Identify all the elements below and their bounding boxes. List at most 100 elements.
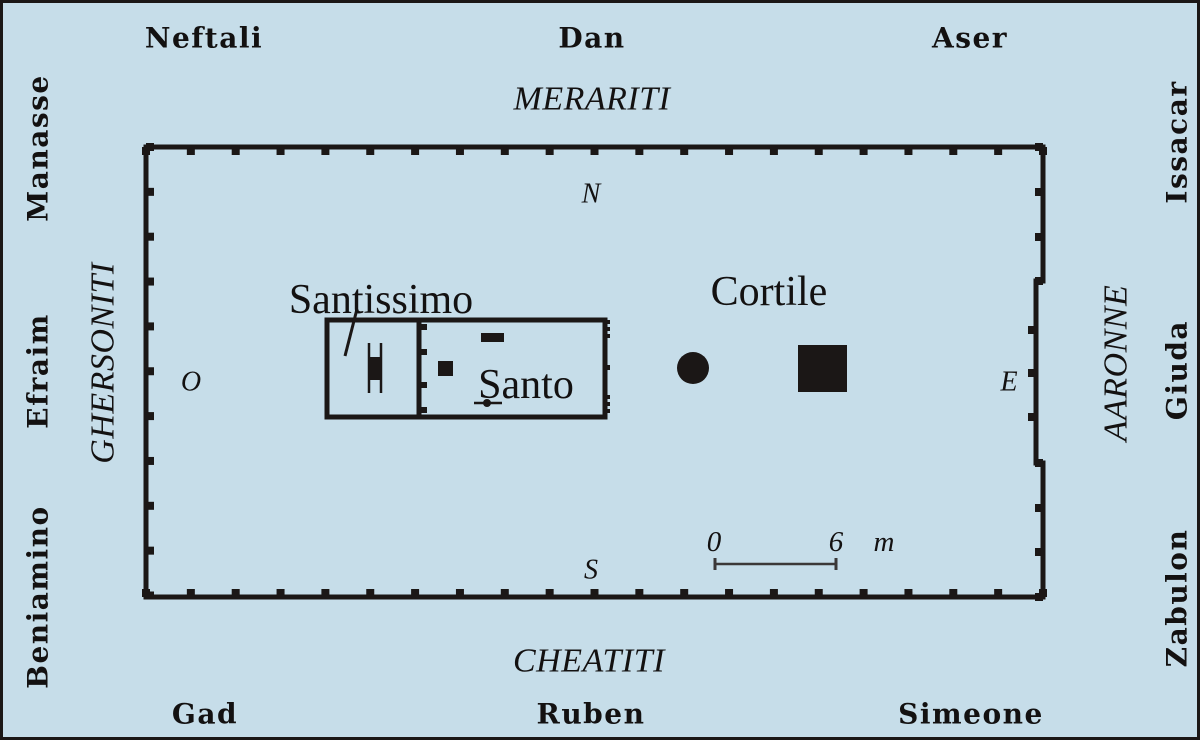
post-marker [146, 187, 154, 196]
lampstand-icon [474, 399, 502, 407]
post-marker [146, 546, 154, 555]
levite-label-north: MERARITI [513, 81, 672, 118]
post-marker [769, 589, 778, 597]
ark-icon [367, 343, 383, 393]
post-marker [146, 322, 154, 331]
post-marker [1035, 548, 1043, 556]
post-marker [725, 147, 734, 155]
scale-unit-label: m [874, 526, 895, 558]
post-marker [994, 147, 1003, 155]
tribe-label-zabulon: Zabulon [1161, 529, 1194, 668]
post-marker [949, 589, 958, 597]
post-marker [146, 277, 154, 286]
tribe-label-gad: Gad [172, 698, 238, 731]
table-icon [481, 333, 504, 342]
post-marker [545, 147, 554, 155]
post-marker [1028, 413, 1036, 421]
post-marker [411, 589, 420, 597]
courtyard-wall [143, 144, 1046, 600]
incense-altar-icon [438, 361, 453, 376]
post-marker [186, 589, 195, 597]
tabernacle-entrance-posts [605, 320, 610, 413]
laver-icon [677, 352, 709, 384]
tabernacle [324, 308, 610, 420]
tribe-label-giuda: Giuda [1161, 320, 1194, 420]
post-marker [545, 589, 554, 597]
tribe-label-issacar: Issacar [1161, 80, 1194, 203]
post-marker [769, 147, 778, 155]
post-marker [455, 589, 464, 597]
tribe-label-aser: Aser [931, 22, 1008, 55]
post-marker [725, 589, 734, 597]
bronze-altar-icon [798, 345, 847, 392]
post-marker [146, 501, 154, 510]
post-marker [366, 589, 375, 597]
post-marker [1028, 326, 1036, 334]
post-marker [1035, 188, 1043, 196]
post-marker [321, 589, 330, 597]
post-marker [814, 589, 823, 597]
post-marker [994, 589, 1003, 597]
post-marker [590, 147, 599, 155]
post-marker [1035, 593, 1043, 601]
post-marker [411, 147, 420, 155]
scale-bar: 0 6 m [707, 526, 895, 570]
post-marker [949, 147, 958, 155]
compass-west-label: O [181, 367, 201, 398]
santo-label: Santo [478, 362, 574, 408]
post-marker [1035, 459, 1043, 467]
post-marker [231, 589, 240, 597]
tribe-label-beniamino: Beniamino [22, 505, 55, 688]
post-marker [146, 591, 154, 600]
post-marker [146, 143, 154, 151]
post-marker [500, 147, 509, 155]
post-marker [859, 589, 868, 597]
post-marker [680, 147, 689, 155]
post-marker [1035, 277, 1043, 285]
tribe-label-manasse: Manasse [22, 74, 55, 221]
post-marker [1028, 369, 1036, 377]
post-marker [276, 589, 285, 597]
post-marker [814, 147, 823, 155]
tribe-label-neftali: Neftali [145, 22, 263, 55]
levite-label-west: GHERSONITI [85, 261, 122, 464]
east-gate [1033, 278, 1046, 466]
tribe-label-ruben: Ruben [537, 698, 646, 731]
compass-south-label: S [584, 555, 598, 586]
courtyard-outline [143, 144, 1046, 600]
cortile-label: Cortile [711, 269, 828, 315]
santissimo-label: Santissimo [289, 277, 473, 323]
santissimo-pointer [343, 308, 359, 357]
post-marker [276, 147, 285, 155]
post-marker [231, 147, 240, 155]
post-marker [904, 589, 913, 597]
scale-six-label: 6 [829, 526, 844, 558]
post-marker [904, 147, 913, 155]
post-marker [680, 589, 689, 597]
levite-label-east: AARONNE [1098, 285, 1135, 443]
post-marker [186, 147, 195, 155]
tribe-label-dan: Dan [558, 22, 625, 55]
scale-zero-label: 0 [707, 526, 722, 558]
post-marker [146, 367, 154, 376]
post-marker [146, 456, 154, 465]
post-marker [146, 412, 154, 421]
post-marker [1035, 504, 1043, 512]
post-marker [1035, 233, 1043, 241]
post-marker [635, 147, 644, 155]
post-marker [500, 589, 509, 597]
post-marker [321, 147, 330, 155]
compass-north-label: N [581, 179, 602, 210]
post-marker [366, 147, 375, 155]
post-marker [590, 589, 599, 597]
levite-label-south: CHEATITI [513, 643, 666, 680]
compass-east-label: E [999, 367, 1017, 398]
post-marker [859, 147, 868, 155]
post-marker [1035, 143, 1043, 151]
post-marker [635, 589, 644, 597]
courtyard-posts [142, 143, 1047, 601]
veil-posts [421, 324, 427, 413]
